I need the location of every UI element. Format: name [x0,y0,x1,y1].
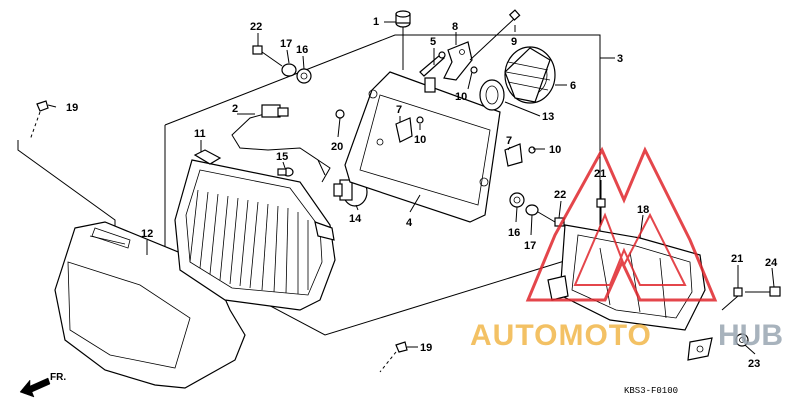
callout-21-lower: 21 [731,253,743,265]
callout-18: 18 [637,204,649,216]
callout-10-b: 10 [414,134,426,146]
callout-16-lower: 16 [508,227,520,239]
callout-21-upper: 21 [594,168,606,180]
collar-17-upper [281,63,297,77]
callout-22-lower: 22 [554,189,566,201]
clip-part [443,41,473,81]
callout-9: 9 [511,36,517,48]
callout-17-lower: 17 [524,240,536,252]
long-bolt-part [469,9,521,61]
watermark-text-automoto: AUTOMOTO [470,319,652,352]
screw-10-b [416,116,424,124]
callout-23: 23 [748,358,760,370]
front-direction-label: FR. [50,372,66,383]
grommet-16-upper [296,68,312,84]
bolt-22-upper [252,45,283,67]
bolt-21-lower [721,287,743,311]
callout-6: 6 [570,80,576,92]
callout-2: 2 [232,103,238,115]
watermark: AUTOMOTO HUB [470,146,783,352]
callout-12: 12 [141,228,153,240]
arrow-left-icon [19,377,51,398]
screw-10-c [528,146,536,154]
callout-8: 8 [452,21,458,33]
watermark-text-hub: HUB [718,319,783,352]
callout-11: 11 [194,128,206,140]
callout-10-a: 10 [455,91,467,103]
screw-10-a [470,66,478,74]
adjust-screw-part [419,51,446,77]
mounting-plate-part [344,71,501,223]
callout-19-upper: 19 [66,102,78,114]
screw-19-upper [29,100,49,141]
callout-labels: 1 2 3 4 5 6 7 7 8 9 10 10 10 11 12 13 14… [66,16,778,370]
callout-22-upper: 22 [250,21,262,33]
bolt-24-part [745,286,781,297]
wire-harness-part [231,104,331,183]
callout-7-lower: 7 [506,135,512,147]
callout-13: 13 [542,111,554,123]
callout-24: 24 [765,257,778,269]
callout-3: 3 [617,53,623,65]
screw-19-lower [379,341,408,373]
diagram-code: KBS3-F0100 [624,386,678,396]
callout-7-upper: 7 [396,104,402,116]
callout-17-upper: 17 [280,38,292,50]
callout-16-upper: 16 [296,44,308,56]
callout-20: 20 [331,141,343,153]
leader-lines [47,21,775,355]
grommet-part [395,10,411,70]
nut-23-part [735,333,749,347]
socket-cover-part [504,46,556,104]
socket-ring-part [479,79,505,111]
callout-19-lower: 19 [420,342,432,354]
watermark-logo [525,146,718,302]
callout-4: 4 [406,217,413,229]
headlight-unit-part [174,149,336,311]
collar-17-lower [525,204,539,216]
front-direction-indicator: FR. [19,372,66,398]
grommet-16-lower [509,192,525,208]
bolt-21-upper [596,198,606,225]
clip-7-upper [395,117,413,143]
callout-10-c: 10 [549,144,561,156]
callout-5: 5 [430,36,436,48]
callout-15: 15 [276,151,288,163]
callout-1: 1 [373,16,379,28]
nut-20-part [335,109,345,119]
callout-14: 14 [349,213,362,225]
clip-7-lower [504,143,523,167]
position-bulb-part [277,167,294,177]
